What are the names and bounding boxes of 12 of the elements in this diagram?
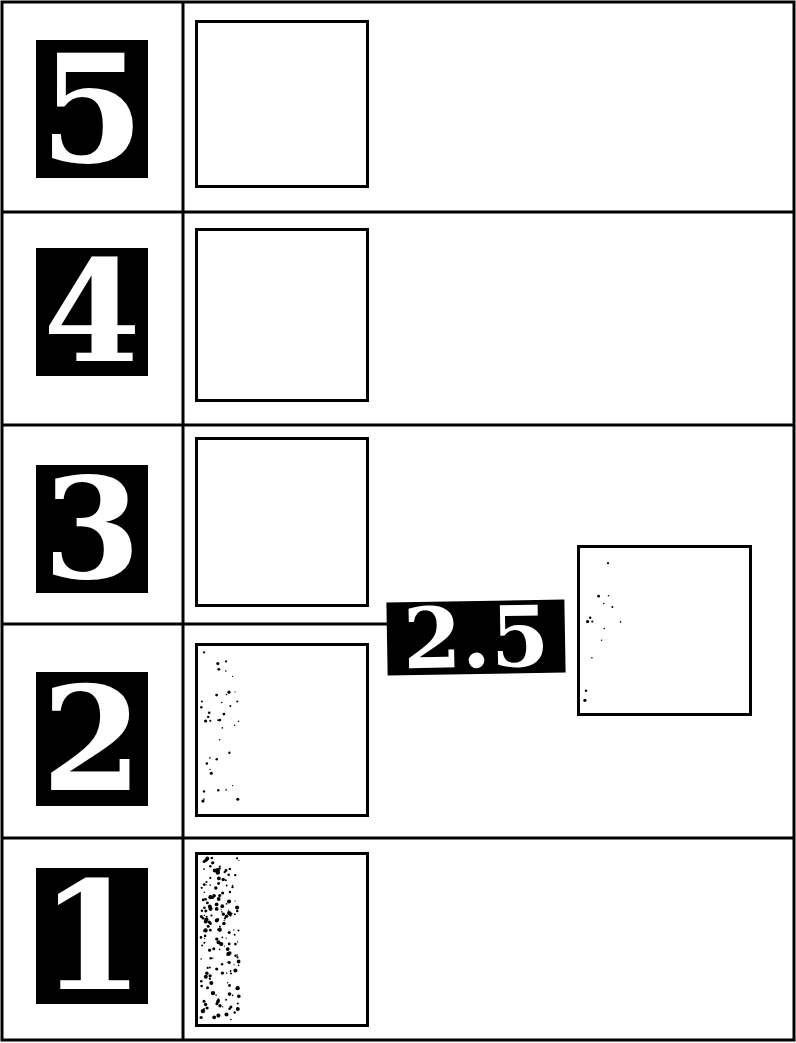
rating-number: 5 <box>36 40 148 178</box>
rating-number: 1 <box>36 868 148 1004</box>
sample-square <box>577 545 752 716</box>
rating-number: 2.5 <box>386 599 566 676</box>
rating-number: 3 <box>36 465 148 593</box>
sample-square <box>195 20 369 188</box>
rating-number: 2 <box>36 672 148 806</box>
sample-square <box>195 852 369 1027</box>
sample-square <box>195 228 369 402</box>
rating-number: 4 <box>36 248 148 376</box>
sample-square <box>195 437 369 607</box>
sample-square <box>195 643 369 817</box>
